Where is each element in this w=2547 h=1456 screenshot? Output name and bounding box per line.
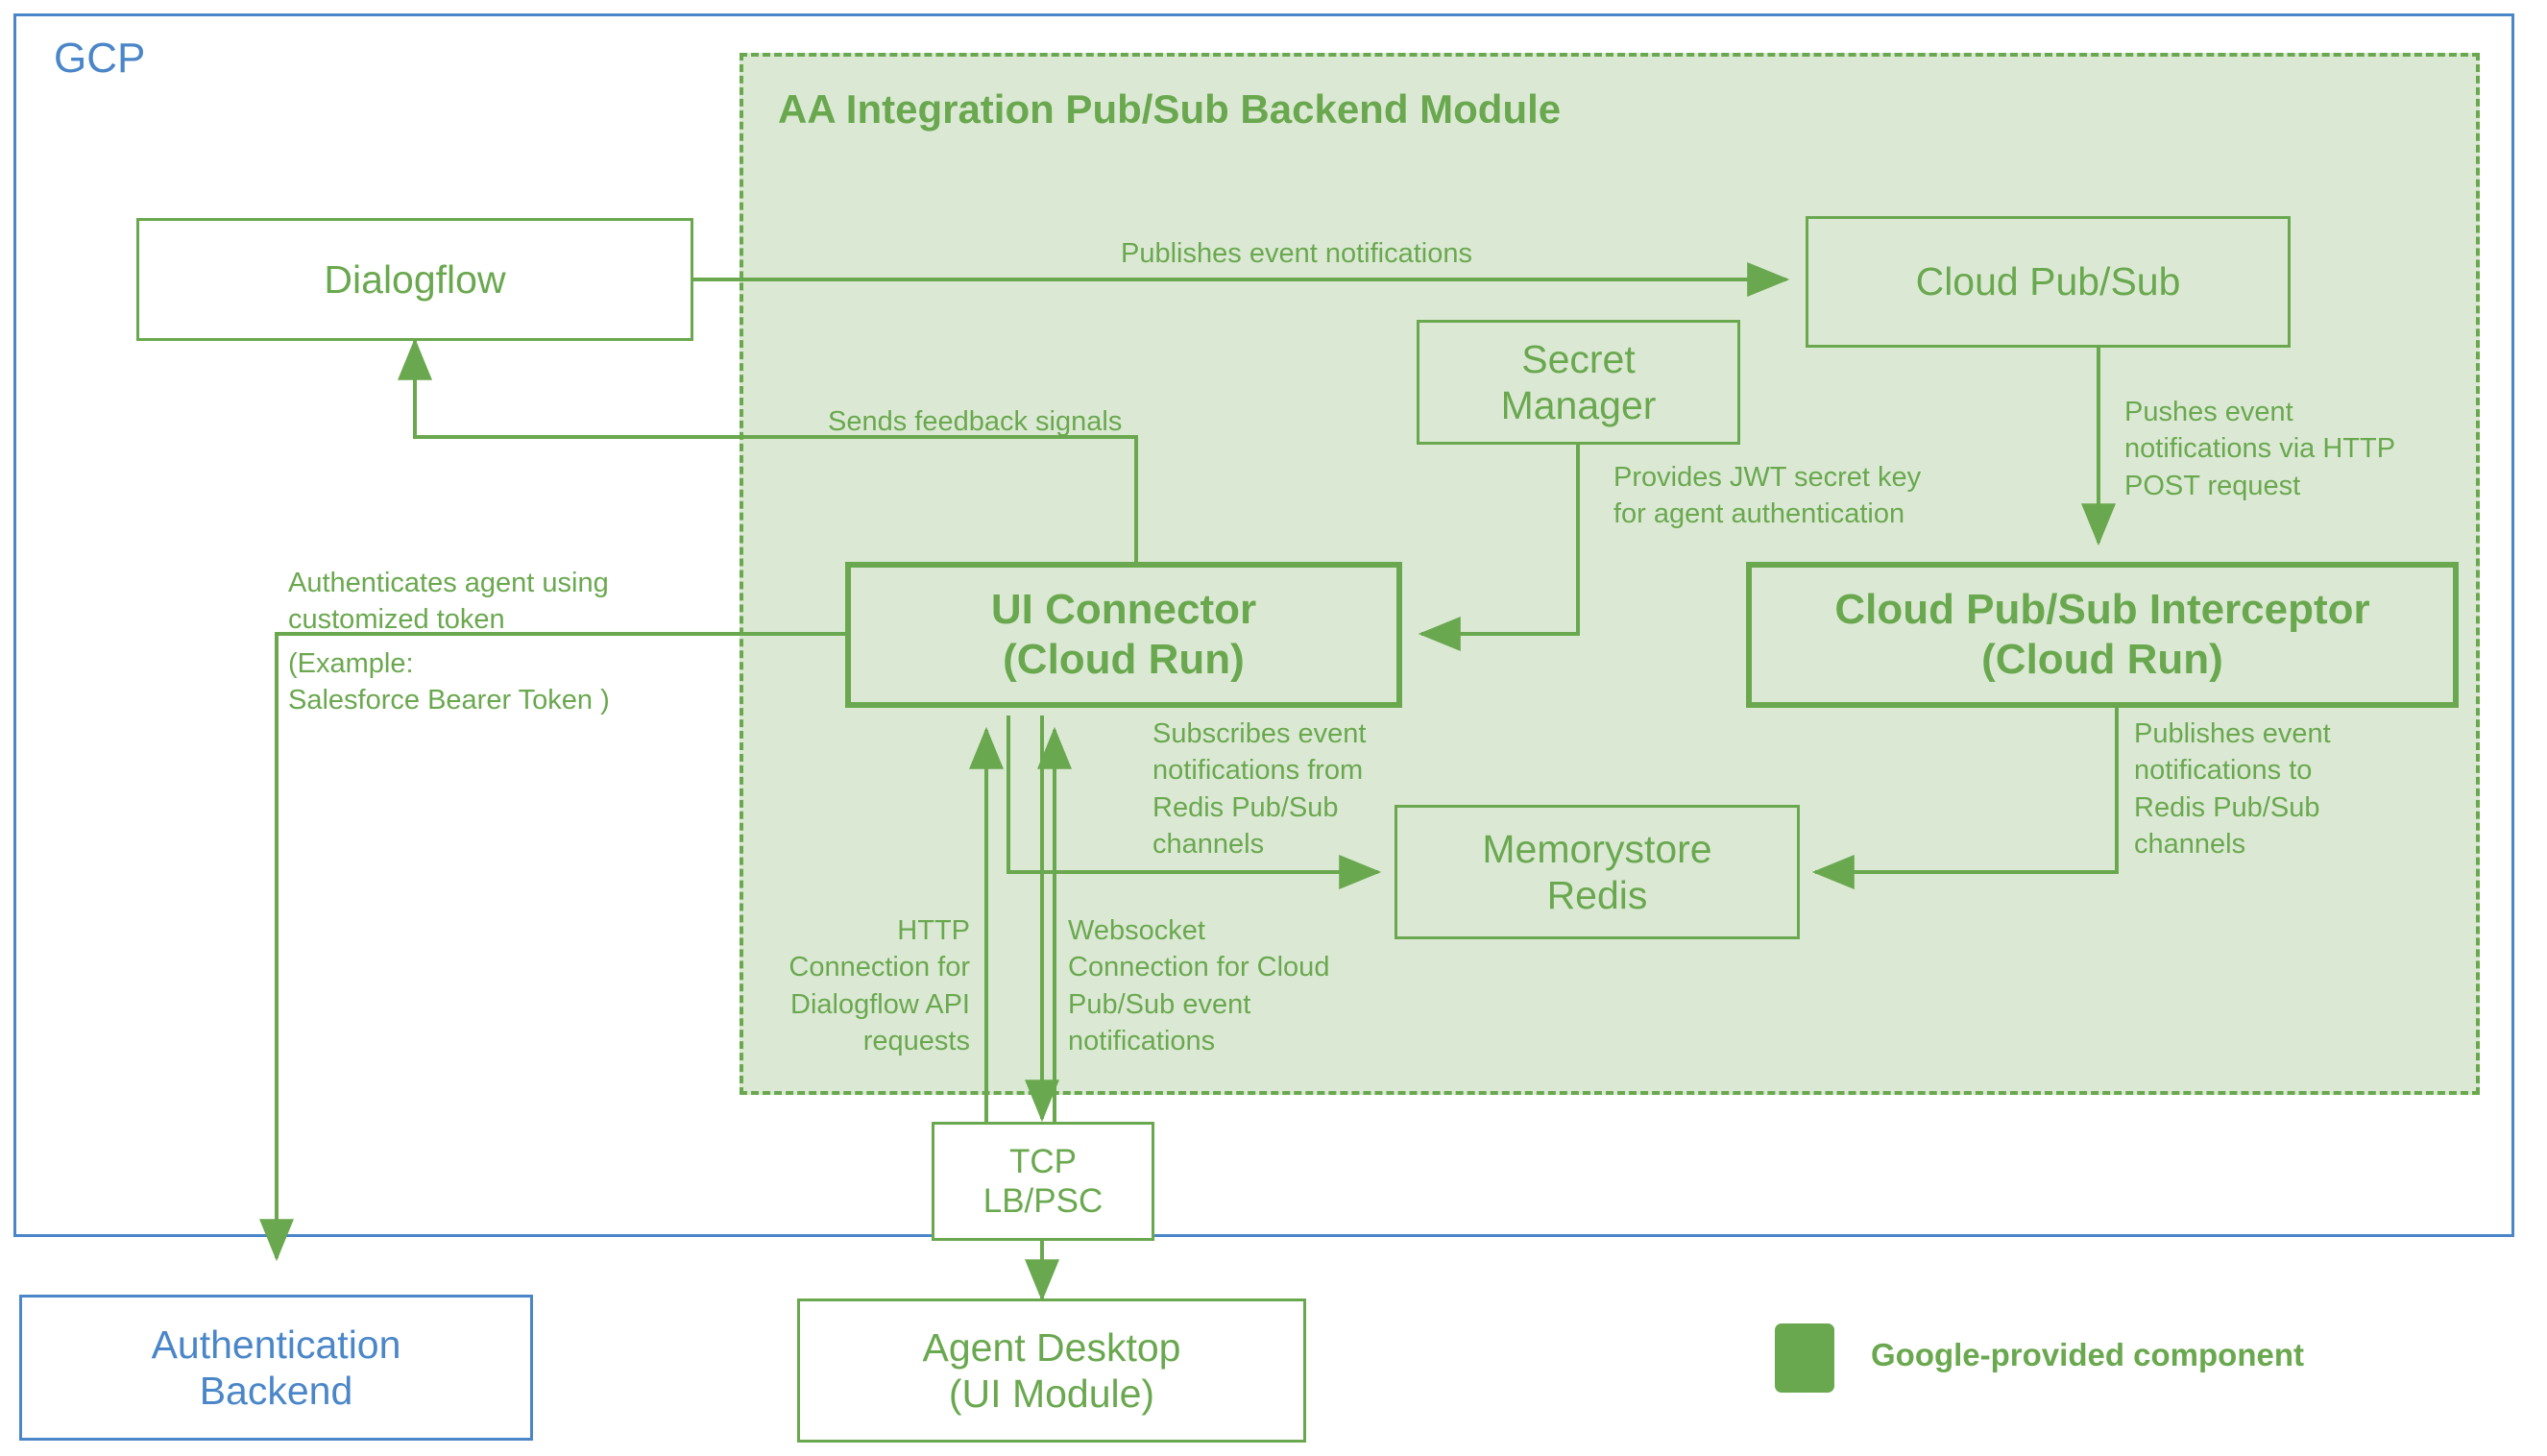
aa-integration-module-title: AA Integration Pub/Sub Backend Module <box>778 86 1562 132</box>
label-subscribes-event-notifications-redis: Subscribes event notifications from Redi… <box>1152 718 1367 860</box>
label-authenticates-example: (Example: Salesforce Bearer Token ) <box>288 648 610 716</box>
node-memorystore-redis[interactable]: Memorystore Redis <box>1395 805 1800 939</box>
node-ui-connector[interactable]: UI Connector (Cloud Run) <box>845 562 1402 708</box>
edge-interceptor-to-redis <box>1811 708 2119 889</box>
legend-swatch-google-component <box>1775 1323 1834 1393</box>
gcp-boundary <box>13 13 2514 1237</box>
aa-integration-module-boundary <box>740 53 2480 1095</box>
label-authenticates-agent: Authenticates agent using customized tok… <box>288 568 609 636</box>
edge-uiconnector-to-auth-backend <box>259 632 845 1262</box>
edge-uiconnector-to-dialogflow <box>398 337 1138 562</box>
node-cloud-pubsub-interceptor[interactable]: Cloud Pub/Sub Interceptor (Cloud Run) <box>1746 562 2459 708</box>
label-pushes-event-notifications-http-post: Pushes event notifications via HTTP POST… <box>2124 397 2396 501</box>
node-secret-manager[interactable]: Secret Manager <box>1417 320 1740 445</box>
label-publishes-event-notifications-redis: Publishes event notifications to Redis P… <box>2134 718 2331 860</box>
label-provides-jwt-secret-key: Provides JWT secret key for agent authen… <box>1613 462 1922 530</box>
label-publishes-event-notifications: Publishes event notifications <box>1121 238 1472 269</box>
label-http-connection-dialogflow: HTTP Connection for Dialogflow API reque… <box>788 915 970 1056</box>
label-sends-feedback-signals: Sends feedback signals <box>828 406 1123 437</box>
node-agent-desktop[interactable]: Agent Desktop (UI Module) <box>797 1298 1306 1443</box>
edge-uiconnector-to-redis <box>1007 716 1382 889</box>
label-websocket-connection: Websocket Connection for Cloud Pub/Sub e… <box>1068 915 1330 1056</box>
legend-label-google-component: Google-provided component <box>1871 1337 2304 1372</box>
node-cloud-pubsub[interactable]: Cloud Pub/Sub <box>1806 216 2291 348</box>
node-authentication-backend[interactable]: Authentication Backend <box>19 1295 533 1441</box>
node-tcp-lb-psc[interactable]: TCP LB/PSC <box>932 1122 1154 1241</box>
node-dialogflow[interactable]: Dialogflow <box>136 218 693 341</box>
gcp-label: GCP <box>54 35 146 82</box>
edge-secretmanager-to-uiconnector <box>1418 445 1580 651</box>
